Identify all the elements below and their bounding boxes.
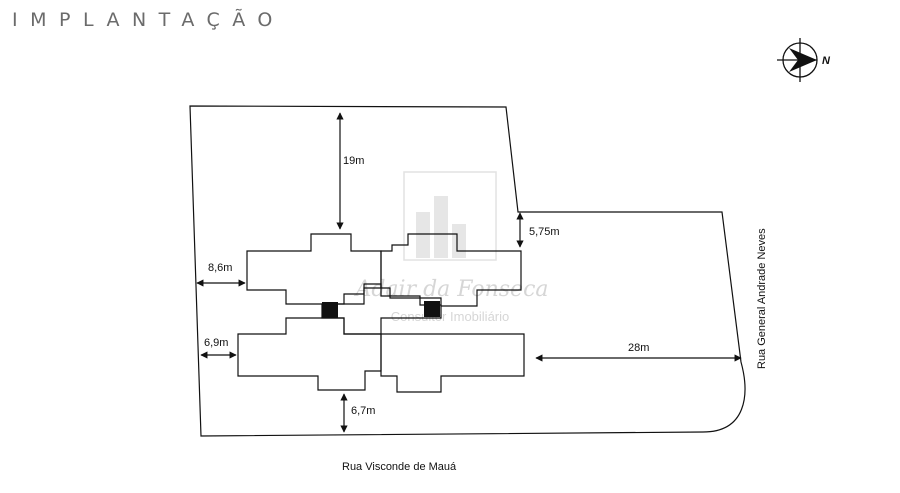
north-arrow-icon: N	[777, 38, 831, 82]
building-block-bottom-right	[380, 333, 525, 393]
building-block-top-right	[380, 233, 522, 307]
north-label: N	[822, 55, 831, 67]
watermark-building-1	[416, 212, 430, 258]
dim-label-top: 19m	[343, 155, 364, 167]
page-title: IMPLANTAÇÃO	[12, 9, 285, 31]
watermark-building-2	[434, 196, 448, 258]
dim-label-right-top: 5,75m	[529, 226, 560, 238]
dim-label-left-top: 8,6m	[208, 262, 232, 274]
watermark: Adair da Fonseca Consultor Imobiliário	[353, 171, 549, 324]
elevator-core-right	[424, 301, 440, 317]
street-label-bottom: Rua Visconde de Mauá	[342, 461, 457, 473]
dim-label-left-bottom: 6,9m	[204, 337, 228, 349]
street-label-right: Rua General Andrade Neves	[756, 228, 768, 369]
dim-label-bottom: 6,7m	[351, 405, 375, 417]
watermark-line2: Consultor Imobiliário	[391, 309, 510, 324]
building-block-bottom-left	[237, 317, 382, 391]
dimension-lines	[196, 112, 742, 433]
watermark-building-3	[452, 224, 466, 258]
elevator-core-left	[322, 302, 338, 318]
lot-boundary	[189, 105, 746, 437]
dim-label-right: 28m	[628, 342, 649, 354]
watermark-logo-frame	[403, 171, 497, 261]
